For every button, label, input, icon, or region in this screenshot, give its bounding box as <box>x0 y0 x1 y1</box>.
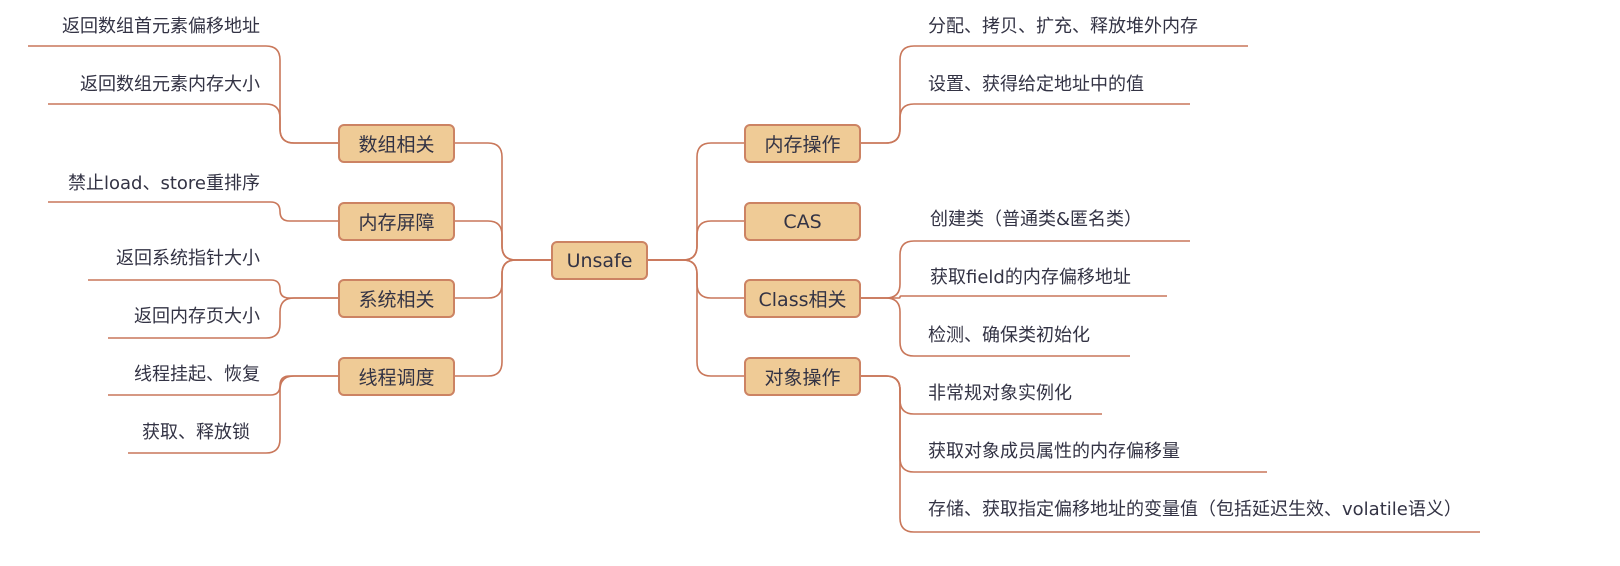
branch-system[interactable]: 系统相关 <box>338 279 455 318</box>
connector-root-right-0 <box>648 142 744 261</box>
leaf-define-class[interactable]: 创建类（普通类&匿名类） <box>930 209 1143 230</box>
leaf-array-element-size[interactable]: 返回数组元素内存大小 <box>80 74 260 95</box>
connector-root-right-1 <box>648 220 744 261</box>
leaf-page-size[interactable]: 返回内存页大小 <box>134 306 260 327</box>
connector-left-leaf-5 <box>262 375 338 396</box>
connector-root-left-1 <box>455 220 551 261</box>
leaf-ensure-class-init[interactable]: 检测、确保类初始化 <box>928 325 1090 346</box>
connector-right-leaf-0 <box>861 45 915 144</box>
connector-right-leaf-2 <box>861 240 915 299</box>
leaf-array-first-offset[interactable]: 返回数组首元素偏移地址 <box>62 16 260 37</box>
connector-right-leaf-3 <box>861 295 914 299</box>
connector-right-leaf-5 <box>861 375 915 415</box>
connector-right-leaf-4 <box>861 297 915 357</box>
leaf-no-reorder[interactable]: 禁止load、store重排序 <box>68 173 260 194</box>
branch-object-ops[interactable]: 对象操作 <box>744 357 861 396</box>
connector-left-leaf-3 <box>262 279 338 299</box>
connector-right-leaf-7 <box>861 375 915 533</box>
branch-class[interactable]: Class相关 <box>744 279 861 318</box>
branch-array[interactable]: 数组相关 <box>338 124 455 163</box>
connector-left-leaf-2 <box>262 201 338 222</box>
branch-cas[interactable]: CAS <box>744 202 861 241</box>
leaf-allocate-instance[interactable]: 非常规对象实例化 <box>928 383 1072 404</box>
connector-left-leaf-0 <box>262 45 338 144</box>
branch-thread-scheduling[interactable]: 线程调度 <box>338 357 455 396</box>
leaf-object-field-offset[interactable]: 获取对象成员属性的内存偏移量 <box>928 441 1180 462</box>
connector-right-leaf-1 <box>861 103 915 144</box>
connector-left-leaf-1 <box>262 103 338 144</box>
branch-memory-barrier[interactable]: 内存屏障 <box>338 202 455 241</box>
leaf-lock-unlock[interactable]: 获取、释放锁 <box>142 422 250 443</box>
connector-root-left-0 <box>455 142 551 261</box>
leaf-address-value[interactable]: 设置、获得给定地址中的值 <box>928 74 1144 95</box>
connector-left-leaf-4 <box>262 297 338 339</box>
leaf-park-unpark[interactable]: 线程挂起、恢复 <box>134 364 260 385</box>
leaf-pointer-size[interactable]: 返回系统指针大小 <box>116 248 260 269</box>
leaf-offheap-memory[interactable]: 分配、拷贝、扩充、释放堆外内存 <box>928 16 1198 37</box>
branch-memory-ops[interactable]: 内存操作 <box>744 124 861 163</box>
leaf-field-offset[interactable]: 获取field的内存偏移地址 <box>930 267 1131 288</box>
connector-root-left-3 <box>455 259 551 377</box>
connector-right-leaf-6 <box>861 375 915 473</box>
connector-left-leaf-6 <box>262 375 338 454</box>
root-node-unsafe[interactable]: Unsafe <box>551 241 648 280</box>
connector-root-right-3 <box>648 259 744 377</box>
leaf-put-get-volatile[interactable]: 存储、获取指定偏移地址的变量值（包括延迟生效、volatile语义） <box>928 499 1462 520</box>
